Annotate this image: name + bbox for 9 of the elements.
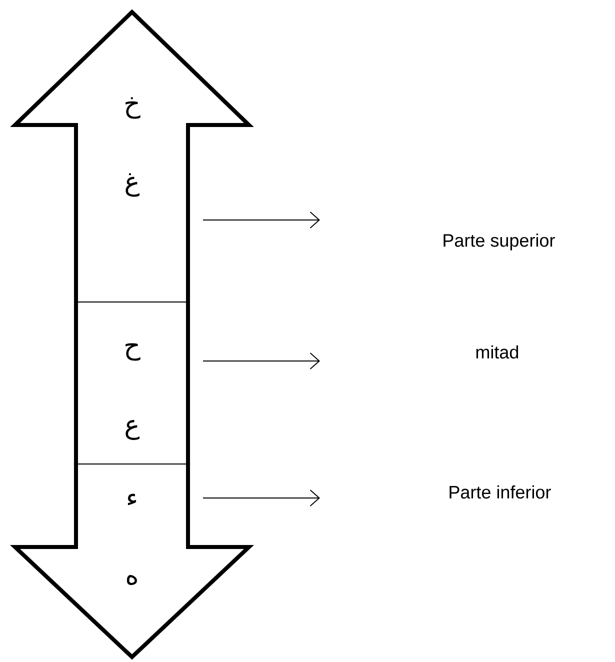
arrow [202, 352, 320, 370]
arrow-section: خ غ [10, 9, 254, 302]
arrow-section: ء ه [10, 464, 254, 660]
side-label: mitad [476, 345, 518, 359]
arrow [202, 490, 320, 506]
arrow [202, 212, 320, 228]
side-label: Parte superior [444, 234, 555, 250]
side-label: Parte inferior [450, 485, 551, 499]
arrow-section: ح ع [74, 302, 190, 464]
